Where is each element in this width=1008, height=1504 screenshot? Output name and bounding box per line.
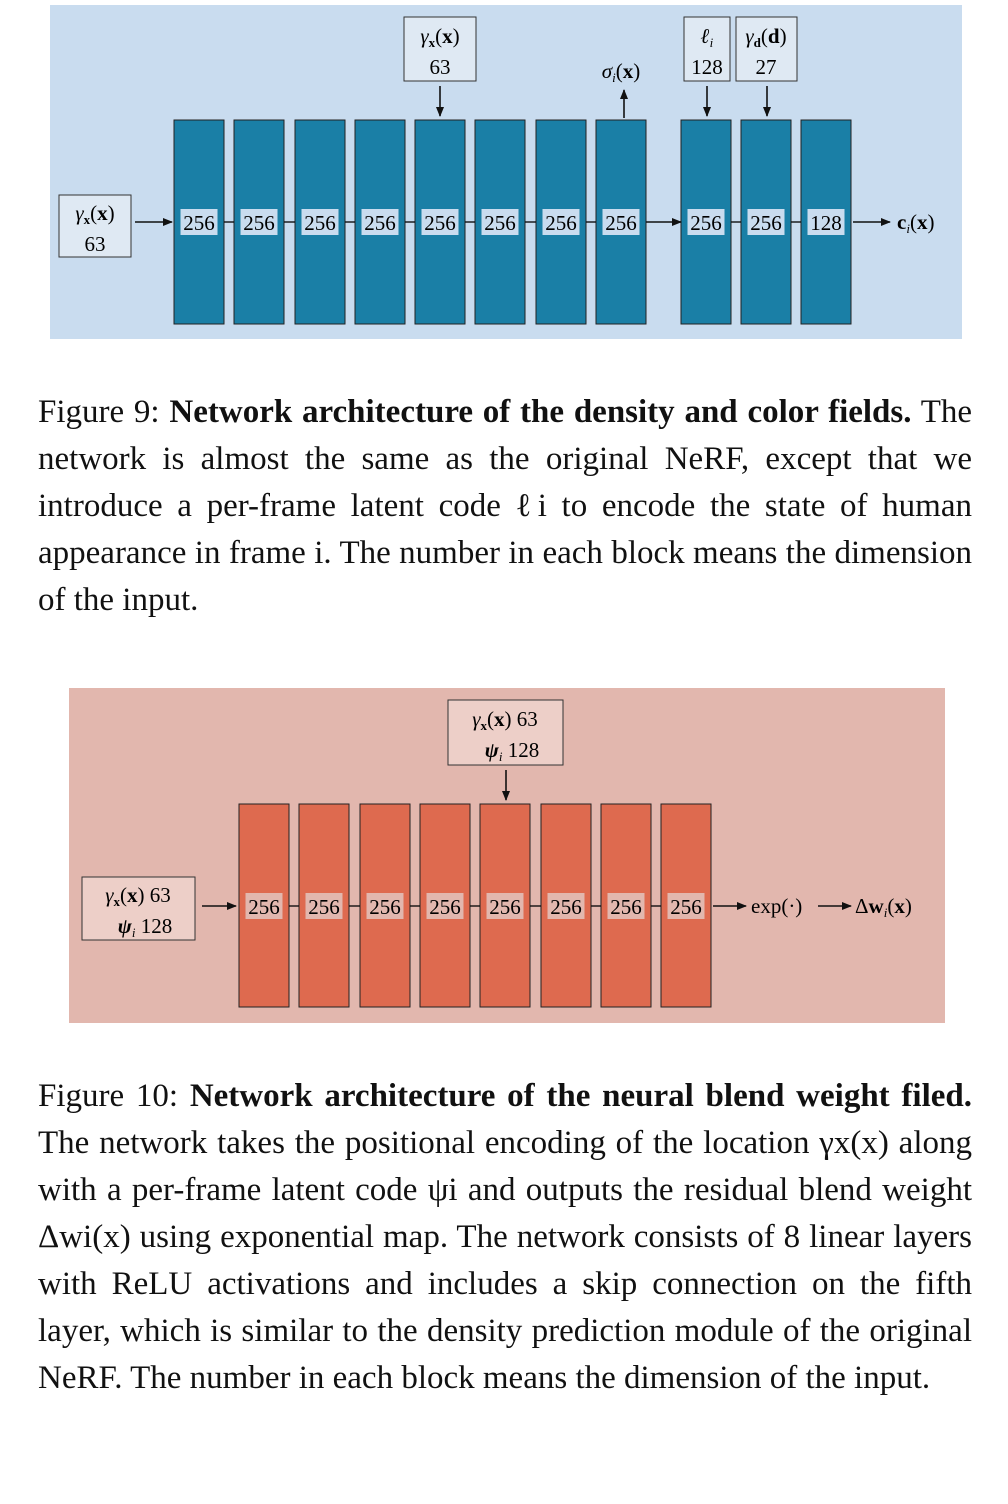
block-label-bg <box>807 209 845 235</box>
latent-input-dim: 128 <box>691 55 723 79</box>
block-label-bg <box>687 209 725 235</box>
block-label-bg <box>607 893 645 919</box>
block-label-bg <box>366 893 404 919</box>
figure-9-diagram: γx(x) 63 256 256 256 256 256 256 256 256 256 256 1… <box>0 0 1008 345</box>
skip-input-box <box>403 16 477 82</box>
bw-skip-box <box>447 699 564 766</box>
input-label: γx(x) <box>75 201 114 227</box>
bw-skip-label-2: ψi 128 <box>485 738 539 764</box>
block-label-bg <box>180 209 218 235</box>
bw-layer-blocks: 256 256 256 256 256 256 256 256 <box>238 803 712 1008</box>
bw-output-label: Δwi(x) <box>855 894 912 920</box>
block-label-bg <box>240 209 278 235</box>
block-label: 128 <box>810 211 842 235</box>
sigma-output-label: σi(x) <box>602 59 640 85</box>
bw-input-box <box>81 876 196 941</box>
block-label-bg <box>747 209 785 235</box>
block-label: 256 <box>243 211 275 235</box>
block-label-bg <box>301 209 339 235</box>
block-label: 256 <box>484 211 516 235</box>
block-label: 256 <box>304 211 336 235</box>
block-label: 256 <box>429 895 461 919</box>
block-label-bg <box>486 893 524 919</box>
block-label: 256 <box>750 211 782 235</box>
dir-input-box <box>735 16 798 82</box>
figure-9-caption-title: Network architecture of the density and … <box>169 394 912 430</box>
dir-input-dim: 27 <box>756 55 777 79</box>
block-label-bg <box>481 209 519 235</box>
block-label-bg <box>361 209 399 235</box>
bw-exp-label: exp(·) <box>751 894 802 918</box>
latent-input-label: ℓi <box>701 24 714 50</box>
layer-blocks: 256 256 256 256 256 256 256 256 256 256 128 <box>173 119 852 325</box>
figure-9-caption: Figure 9: Network architecture of the de… <box>38 389 972 624</box>
block-label: 256 <box>308 895 340 919</box>
block-label: 256 <box>248 895 280 919</box>
block-label-bg <box>542 209 580 235</box>
figure-10-caption-text: The network takes the positional encodin… <box>38 1125 972 1396</box>
input-dim: 63 <box>85 232 106 256</box>
block-label-bg <box>667 893 705 919</box>
bw-input-label-1: γx(x) 63 <box>105 883 171 909</box>
block-label-bg <box>245 893 283 919</box>
block-label-bg <box>602 209 640 235</box>
input-box <box>58 194 132 258</box>
bw-input-label-2: ψi 128 <box>118 914 172 940</box>
figure-10-caption-lead: Figure 10: <box>38 1078 190 1114</box>
block-label: 256 <box>605 211 637 235</box>
bw-skip-label-1: γx(x) 63 <box>472 707 538 733</box>
block-label: 256 <box>424 211 456 235</box>
figure-9-caption-text: The network is almost the same as the or… <box>38 394 973 618</box>
block-label: 256 <box>670 895 702 919</box>
figure-9-svg: γx(x) 63 256 256 256 256 256 256 256 256 256 256 1… <box>50 5 962 339</box>
dir-input-label: γd(d) <box>745 24 786 50</box>
block-label-bg <box>421 209 459 235</box>
block-label: 256 <box>550 895 582 919</box>
skip-input-label: γx(x) <box>420 24 459 50</box>
figure-10-caption: Figure 10: Network architecture of the n… <box>38 1073 972 1402</box>
block-label-bg <box>305 893 343 919</box>
block-label: 256 <box>489 895 521 919</box>
block-label: 256 <box>369 895 401 919</box>
block-label: 256 <box>610 895 642 919</box>
latent-input-box <box>683 16 731 82</box>
figure-9-caption-lead: Figure 9: <box>38 394 170 430</box>
block-label: 256 <box>545 211 577 235</box>
skip-input-dim: 63 <box>430 55 451 79</box>
figure-10-caption-title: Network architecture of the neural blend… <box>189 1078 972 1114</box>
block-label: 256 <box>183 211 215 235</box>
output-label: ci(x) <box>897 210 934 236</box>
block-label: 256 <box>690 211 722 235</box>
block-label-bg <box>547 893 585 919</box>
block-label: 256 <box>364 211 396 235</box>
block-label-bg <box>426 893 464 919</box>
